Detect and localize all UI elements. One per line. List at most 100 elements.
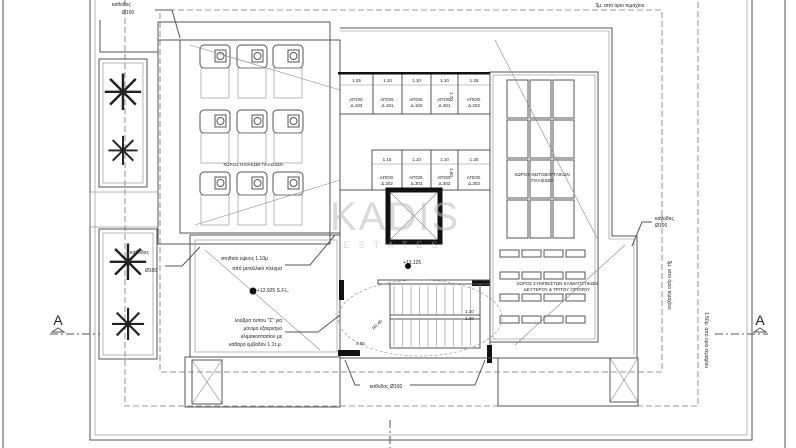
parapet-note: στηθαίο ύψους 1.10μ από μεταλλικό πλέγμα xyxy=(221,234,336,272)
radius-dim: R0.40 xyxy=(371,318,383,330)
ac-label-2: ΔΕΥΤΕΡΟΥ & ΤΡΙΤΟΥ ΟΡΟΦΟΥ xyxy=(524,287,591,292)
pv-panel xyxy=(529,159,552,199)
solar-area-label: ΧΩΡΟΣ ΗΛΙΑΚΩΝ ΠΛΑΙΣΙΩΝ xyxy=(223,162,282,167)
svg-text:καθαρό εμβαδόν 1.1τ.μ.: καθαρό εμβαδόν 1.1τ.μ. xyxy=(229,341,282,348)
solar-heater-unit xyxy=(272,109,304,164)
ac-unit xyxy=(521,293,542,302)
depth-dim-top: 1.70 xyxy=(449,92,454,101)
svg-text:A: A xyxy=(53,312,63,328)
ac-unit xyxy=(543,249,564,258)
svg-text:στηθαίο ύψους 1.10μ: στηθαίο ύψους 1.10μ xyxy=(221,255,268,262)
storage-id: Δ.101 xyxy=(382,103,394,108)
section-marker-left: A xyxy=(50,312,100,335)
skylight-left xyxy=(191,359,223,405)
svg-text:Ø100: Ø100 xyxy=(145,268,157,274)
storage-rooms: 1.25ΑΠΟΘ.Δ.1031.10ΑΠΟΘ.Δ.1011.10ΑΠΟΘ.Δ.1… xyxy=(339,73,491,191)
storage-id: Δ.102 xyxy=(411,103,423,108)
storage-width: 1.10 xyxy=(440,78,449,83)
palm-icon: ✳ xyxy=(110,301,147,350)
no-entry-icon xyxy=(253,117,262,125)
stair-core: +13.125 0.85 1.10 1.30 R0.40 xyxy=(337,187,503,363)
storage-label: ΑΠΟΘ. xyxy=(380,97,395,102)
solar-heater-unit xyxy=(236,44,268,99)
storage-width: 1.10 xyxy=(412,78,421,83)
storage-id: Δ.301 xyxy=(411,181,423,186)
pv-panel xyxy=(529,79,552,119)
no-entry-icon xyxy=(289,179,298,187)
storage-width: 1.25 xyxy=(470,78,479,83)
svg-text:μόνιμο εξαερισμό: μόνιμο εξαερισμό xyxy=(244,325,283,332)
pv-panel xyxy=(506,199,529,239)
solar-heater-unit xyxy=(199,109,231,164)
storage-id: Δ.103 xyxy=(351,103,363,108)
ac-unit xyxy=(499,315,520,324)
palm-icon: ✳ xyxy=(106,130,140,174)
ac-unit xyxy=(565,271,586,280)
downpipe-top-left: καθοδος Ø100 xyxy=(112,2,181,39)
pv-panel xyxy=(552,199,575,239)
storage-id: Δ.302 xyxy=(439,181,451,186)
pv-panel xyxy=(552,79,575,119)
setback-top-label: 3μ. από όριο τεμαχίου xyxy=(595,2,644,9)
svg-text:KADIS: KADIS xyxy=(330,195,460,239)
downpipe-bottom: καθοδος Ø100 xyxy=(344,359,486,390)
solar-panel-area: ΧΩΡΟΣ ΗΛΙΑΚΩΝ ΠΛΑΙΣΙΩΝ xyxy=(157,21,341,245)
ac-unit xyxy=(521,315,542,324)
no-entry-icon xyxy=(216,52,225,60)
storage-label: ΑΠΟΘ. xyxy=(467,97,482,102)
no-entry-icon xyxy=(289,52,298,60)
pv-panel xyxy=(506,159,529,199)
pv-panel xyxy=(506,79,529,119)
stair-level: +13.125 xyxy=(403,260,421,266)
svg-text:καθοδος: καθοδος xyxy=(112,2,131,8)
no-entry-icon xyxy=(216,179,225,187)
ac-unit xyxy=(499,271,520,280)
pv-label-2: ΠΛΑΙΣΙΩΝ xyxy=(531,178,552,183)
downpipe-right: καθοδος Ø100 xyxy=(631,216,674,247)
storage-label: ΑΠΟΘ. xyxy=(437,97,452,102)
louvre-note: λούβρα τύπου "Σ" για μόνιμο εξαερισμό κλ… xyxy=(229,314,341,348)
pv-panel xyxy=(552,119,575,159)
palm-icon: ✳ xyxy=(107,235,149,291)
svg-text:καθοδος: καθοδος xyxy=(655,216,674,222)
ac-unit xyxy=(543,293,564,302)
solar-heater-unit xyxy=(236,171,268,226)
storage-id: Δ.203 xyxy=(468,103,480,108)
setback-right-inner-label: 3μ. από όριο τεμαχίου xyxy=(666,260,673,309)
lift-shaft xyxy=(385,187,443,245)
skylight-right xyxy=(609,357,639,403)
ac-label-1: ΧΩΡΟΣ ΣΥΜΠΙΕΣΤΩΝ ΚΛΙΜΑΤΙΣΤΙΚΩΝ xyxy=(516,281,597,286)
svg-text:+12.925 S.F.L.: +12.925 S.F.L. xyxy=(257,288,289,294)
storage-width: 1.10 xyxy=(412,157,421,162)
roof-level: +12.925 S.F.L. xyxy=(249,287,289,295)
setback-right-outer-label: 1.50μ. από όριο τεμαχίου xyxy=(703,312,710,368)
storage-width: 1.15 xyxy=(383,157,392,162)
planter-bottom: ✳ ✳ xyxy=(98,228,158,360)
svg-text:Ø100: Ø100 xyxy=(655,223,667,229)
ac-unit xyxy=(543,271,564,280)
downpipe-mid-left: καθοδος Ø100 xyxy=(130,246,201,274)
setback-3m xyxy=(159,9,663,373)
no-entry-icon xyxy=(253,179,262,187)
svg-text:A: A xyxy=(755,312,765,328)
storage-width: 1.10 xyxy=(440,157,449,162)
solar-heater-unit xyxy=(272,171,304,226)
lift-dim: 0.85 xyxy=(356,341,365,346)
storage-width: 1.25 xyxy=(352,78,361,83)
pv-label-1: ΧΩΡΟΣ ΦΩΤΟΒΟΛΤΑΙΚΩΝ xyxy=(514,172,569,177)
ac-unit xyxy=(565,249,586,258)
storage-label: ΑΠΟΘ. xyxy=(409,97,424,102)
storage-label: ΑΠΟΘ. xyxy=(349,97,364,102)
ac-unit xyxy=(521,249,542,258)
level-marker-icon xyxy=(405,263,411,269)
svg-text:από μεταλλικό πλέγμα: από μεταλλικό πλέγμα xyxy=(232,265,282,272)
level-marker-icon xyxy=(249,287,257,295)
